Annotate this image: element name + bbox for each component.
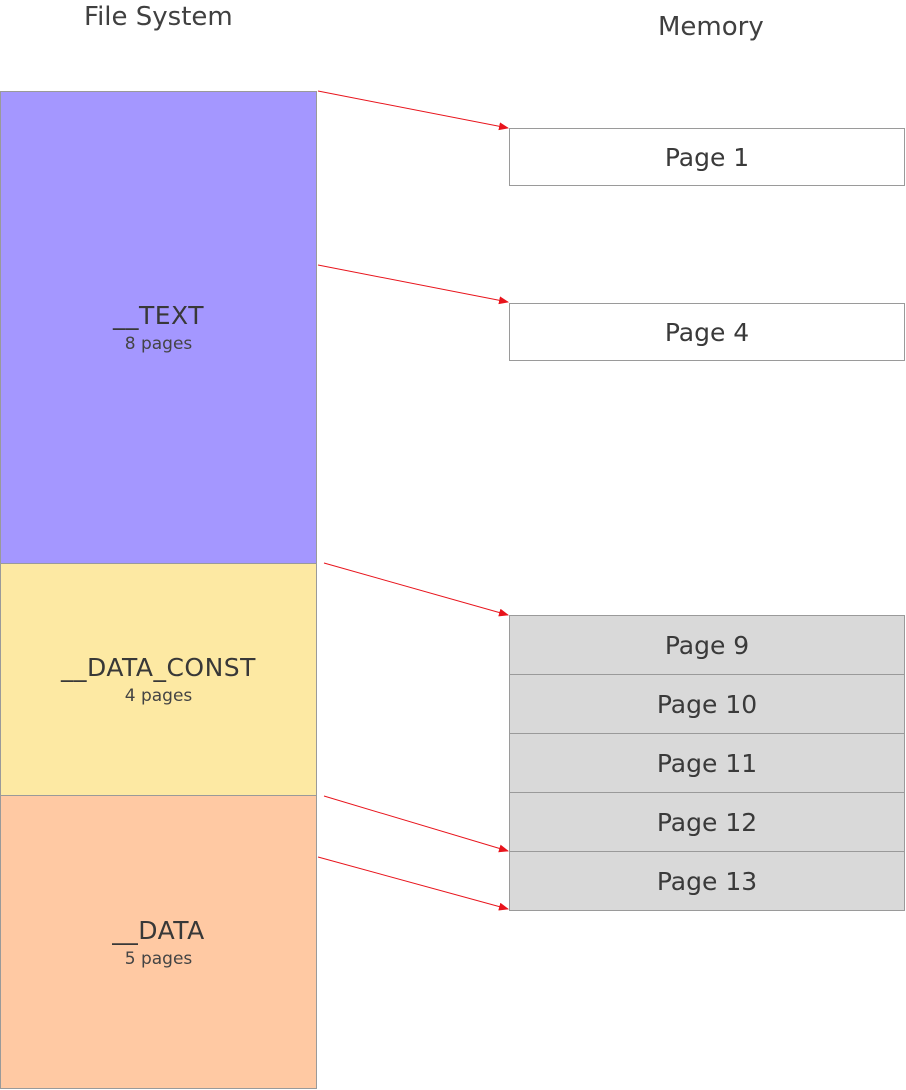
arrow-data-to-page-13 (323, 795, 509, 853)
segment-page-count: 5 pages (124, 948, 193, 969)
arrow-data-const-to-page-9 (323, 562, 509, 617)
memory-page-1: Page 1 (509, 128, 905, 186)
memory-page-11: Page 11 (509, 733, 905, 793)
memory-page-10: Page 10 (509, 674, 905, 734)
memory-heading: Memory (658, 12, 764, 42)
file-system-heading: File System (84, 2, 233, 32)
segment-name: __TEXT (112, 301, 205, 330)
memory-page-9: Page 9 (509, 615, 905, 675)
arrow-text-to-page-4 (317, 264, 509, 305)
segment-name: __DATA (112, 915, 205, 945)
segment-page-count: 8 pages (124, 334, 193, 354)
segment-page-count: 4 pages (124, 686, 193, 706)
memory-page-13: Page 13 (509, 851, 905, 911)
segment-text: __TEXT 8 pages (0, 91, 317, 564)
memory-page-4: Page 4 (509, 303, 905, 361)
segment-data: __DATA 5 pages (0, 795, 317, 1089)
arrow-text-to-page-1 (317, 90, 509, 131)
segment-name: __DATA_CONST (61, 653, 256, 682)
memory-page-12: Page 12 (509, 792, 905, 852)
segment-data-const: __DATA_CONST 4 pages (0, 563, 317, 796)
arrow-data-end-to-page-13 (317, 856, 509, 911)
